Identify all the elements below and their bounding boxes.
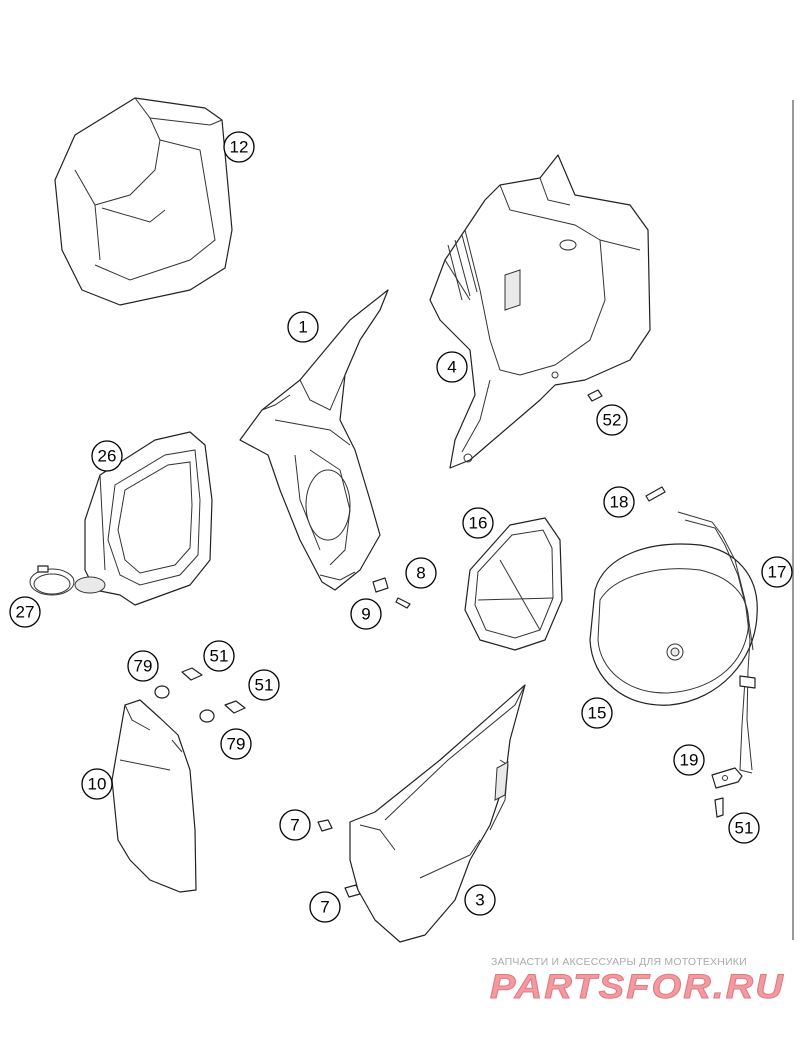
callout-19-label: 19 xyxy=(680,751,699,770)
part-18-pin xyxy=(645,486,666,502)
callout-27: 27 xyxy=(9,596,41,628)
callout-27-label: 27 xyxy=(16,603,35,622)
callout-12: 12 xyxy=(223,131,255,163)
part-27-clamp xyxy=(29,565,75,596)
callout-7a: 7 xyxy=(279,809,311,841)
callout-15-label: 15 xyxy=(588,704,607,723)
callout-18: 18 xyxy=(603,486,635,518)
watermark-logo: PARTSFOR.RU xyxy=(490,968,785,1007)
callout-1-label: 1 xyxy=(298,318,307,337)
callout-4-label: 4 xyxy=(447,358,456,377)
part-17-filter-holder xyxy=(677,511,756,774)
callout-layer: 12 1 4 52 26 18 16 17 xyxy=(9,131,793,923)
part-4-airbox xyxy=(429,154,651,469)
watermark-logo-text: PARTSFOR.RU xyxy=(490,968,785,1006)
callout-51c-label: 51 xyxy=(735,819,754,838)
part-7-nut-a xyxy=(317,819,333,832)
callout-52-label: 52 xyxy=(603,411,622,430)
part-52-screw xyxy=(587,389,603,402)
callout-51c: 51 xyxy=(728,812,760,844)
callout-79b-label: 79 xyxy=(227,735,246,754)
callout-26: 26 xyxy=(91,440,123,472)
callout-17-label: 17 xyxy=(768,563,787,582)
part-51-screw-b xyxy=(224,700,246,714)
part-16-filter-support xyxy=(464,517,563,651)
callout-15: 15 xyxy=(581,697,613,729)
callout-18-label: 18 xyxy=(610,493,629,512)
callout-9-label: 9 xyxy=(361,605,370,624)
callout-4: 4 xyxy=(436,351,468,383)
callout-16: 16 xyxy=(462,507,494,539)
callout-79b: 79 xyxy=(220,728,252,760)
callout-3: 3 xyxy=(464,884,496,916)
callout-51b: 51 xyxy=(248,669,280,701)
part-9-clip xyxy=(372,577,389,593)
callout-52: 52 xyxy=(596,404,628,436)
watermark-caption: ЗАПЧАСТИ И АКСЕССУАРЫ ДЛЯ МОТОТЕХНИКИ xyxy=(491,956,747,968)
part-51-screw-a xyxy=(181,667,203,681)
callout-7b: 7 xyxy=(309,891,341,923)
part-79-washer-b xyxy=(199,709,215,723)
callout-19: 19 xyxy=(673,744,705,776)
callout-51a-label: 51 xyxy=(210,647,229,666)
part-79-washer-a xyxy=(154,685,170,699)
callout-10-label: 10 xyxy=(88,775,107,794)
callout-26-label: 26 xyxy=(98,447,117,466)
callout-79a-label: 79 xyxy=(134,657,153,676)
part-3-side-panel xyxy=(349,684,526,943)
callout-7b-label: 7 xyxy=(320,898,329,917)
part-10-side-flap xyxy=(111,699,197,893)
part-19-bracket xyxy=(711,767,743,789)
callout-12-label: 12 xyxy=(230,138,249,157)
part-26-filter-cage xyxy=(74,431,213,606)
callout-51b-label: 51 xyxy=(255,676,274,695)
callout-7a-label: 7 xyxy=(290,816,299,835)
callout-17: 17 xyxy=(761,556,793,588)
callout-51a: 51 xyxy=(203,640,235,672)
part-1-frame xyxy=(239,289,389,591)
part-8-bolt xyxy=(395,597,411,609)
callout-3-label: 3 xyxy=(475,891,484,910)
callout-8-label: 8 xyxy=(416,564,425,583)
callout-9: 9 xyxy=(350,598,382,630)
part-51-screw-c xyxy=(714,797,724,818)
callout-10: 10 xyxy=(81,768,113,800)
callout-1: 1 xyxy=(287,311,319,343)
part-12-filter-hood xyxy=(54,97,233,306)
callout-8: 8 xyxy=(405,557,437,589)
part-15-air-filter xyxy=(589,543,758,706)
callout-79a: 79 xyxy=(127,650,159,682)
callout-16-label: 16 xyxy=(469,514,488,533)
